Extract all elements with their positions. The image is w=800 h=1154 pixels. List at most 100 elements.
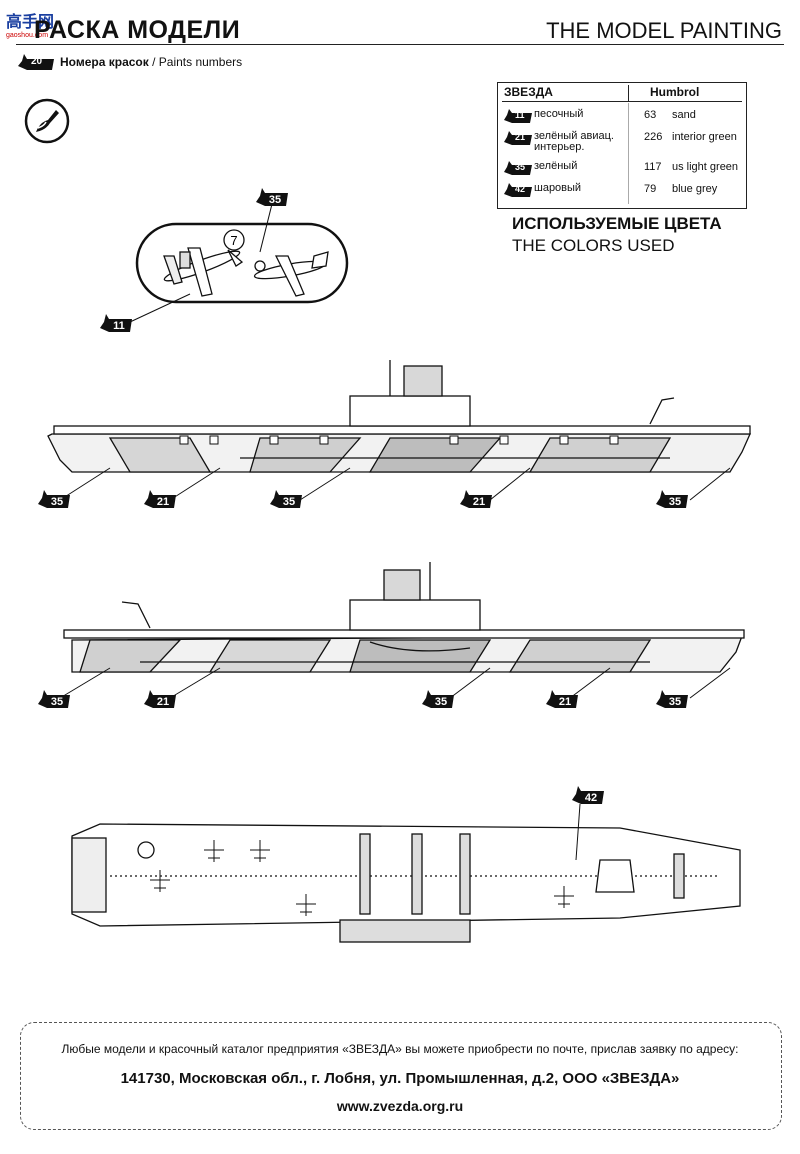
- paint-name-ru: песочный: [534, 108, 584, 120]
- callout-line: [169, 467, 221, 501]
- callout-label: 11: [113, 320, 125, 332]
- ship-side-view-starboard: 35 21 35 21 35: [38, 360, 752, 508]
- aircraft-inset: 7 35 11: [100, 188, 349, 332]
- colors-used-ru: ИСПОЛЬЗУЕМЫЕ ЦВЕТА: [512, 214, 722, 233]
- paint-name-en: sand: [672, 109, 696, 121]
- paint-table-header-humbrol: Humbrol: [650, 85, 700, 99]
- flight-deck-outline: [71, 823, 741, 927]
- callout-line: [569, 667, 611, 699]
- flight-deck: [53, 425, 751, 435]
- deck-marking: [137, 841, 155, 859]
- callout-line: [689, 467, 731, 501]
- crane: [649, 397, 675, 425]
- callout-label: 35: [51, 496, 63, 508]
- island-top: [339, 919, 471, 943]
- paint-row: 35 зелёный 117 us light green: [502, 159, 742, 179]
- paints-label: Номера красок / Paints numbers: [60, 55, 242, 69]
- callout-line: [299, 467, 351, 501]
- star-badge-icon: [18, 54, 54, 70]
- paint-code: 21: [515, 132, 526, 142]
- paint-name-ru: зелёный: [534, 160, 578, 172]
- paint-name-ru: шаровый: [534, 182, 582, 194]
- ship-top-view: 42: [71, 786, 741, 943]
- humbrol-number: 226: [644, 131, 663, 143]
- paint-row: 11 песочный 63 sand: [502, 107, 742, 127]
- callout-line: [59, 667, 111, 699]
- callout-label: 21: [559, 696, 571, 708]
- humbrol-number: 63: [644, 109, 657, 121]
- callout-line: [169, 667, 221, 699]
- callout-badge: 35: [422, 690, 454, 708]
- crane: [121, 601, 151, 629]
- footer-address: 141730, Московская обл., г. Лобня, ул. П…: [120, 1070, 680, 1087]
- table-divider-v2: [628, 103, 629, 204]
- paint-row: 42 шаровый 79 blue grey: [502, 181, 742, 201]
- funnel: [383, 569, 421, 601]
- inset-frame: [135, 222, 349, 304]
- header-divider: [16, 44, 784, 45]
- paint-name-en: blue grey: [672, 183, 718, 195]
- star-badge-icon: [504, 131, 532, 145]
- paint-table: ЗВЕЗДА Humbrol 11 песочный 63 sand 21 зе…: [497, 82, 747, 209]
- page-title-en: THE MODEL PAINTING: [546, 18, 782, 43]
- camo-patch: [79, 639, 182, 673]
- paints-label-en: Paints numbers: [158, 55, 243, 69]
- callout-label: 35: [669, 496, 681, 508]
- footer-order-note: Любые модели и красочный каталог предпри…: [61, 1042, 739, 1056]
- callout-badge: 21: [460, 490, 492, 508]
- paints-label-separator: /: [148, 55, 159, 69]
- aft-lift: [595, 859, 635, 893]
- star-badge-icon: [504, 161, 532, 175]
- paint-code: 11: [515, 110, 525, 120]
- paint-name-en: us light green: [672, 161, 739, 173]
- paints-label-ru: Номера красок: [60, 55, 149, 69]
- table-divider-v: [628, 85, 629, 101]
- deck-aircraft: [150, 840, 574, 916]
- watermark-subtext: gaoshou.com: [6, 32, 49, 39]
- elevator: [673, 853, 685, 899]
- paint-name-en: interior green: [672, 131, 737, 143]
- part-number-circle: [223, 229, 245, 251]
- callout-badge: 35: [656, 490, 688, 508]
- island: [349, 599, 481, 631]
- callout-badge: 35: [256, 188, 288, 206]
- aircraft-drawing-2: [253, 251, 329, 297]
- paint-code: 42: [515, 184, 526, 194]
- paint-code: 35: [515, 162, 526, 172]
- callout-badge: 35: [38, 490, 70, 508]
- callout-label: 35: [51, 696, 63, 708]
- callout-badge: 21: [144, 490, 176, 508]
- callout-badge: 35: [656, 690, 688, 708]
- flight-deck: [63, 629, 745, 639]
- callout-line: [489, 467, 531, 501]
- humbrol-number: 79: [644, 183, 657, 195]
- callout-line: [575, 803, 581, 861]
- callout-label: 21: [157, 496, 169, 508]
- bow-section: [71, 837, 107, 913]
- callout-badge: 35: [38, 690, 70, 708]
- callout-line: [689, 667, 731, 699]
- camo-patch: [368, 437, 502, 473]
- watermark-logo: 高手网 gaoshou.com: [6, 8, 70, 39]
- callout-label: 35: [269, 194, 281, 206]
- page-title-ru: РАСКА МОДЕЛИ: [34, 16, 241, 44]
- callout-badge: 11: [100, 314, 132, 332]
- callout-line: [449, 667, 491, 699]
- step-number: 20: [31, 56, 43, 67]
- callout-label: 35: [669, 696, 681, 708]
- table-divider-h: [502, 101, 742, 102]
- watermark-text: 高手网: [6, 14, 55, 31]
- callout-label: 21: [157, 696, 169, 708]
- camo-patch: [508, 639, 652, 673]
- callout-line: [129, 293, 191, 323]
- footer-website-link[interactable]: www.zvezda.org.ru: [336, 1098, 464, 1114]
- elevator: [359, 833, 371, 915]
- callout-line: [59, 467, 111, 501]
- camo-patch: [208, 639, 332, 673]
- callout-label: 21: [473, 496, 485, 508]
- callout-label: 35: [435, 696, 447, 708]
- colors-used-en: THE COLORS USED: [512, 236, 675, 255]
- callout-badge: 42: [572, 786, 604, 804]
- camo-patch: [528, 437, 672, 473]
- callout-badge: 21: [546, 690, 578, 708]
